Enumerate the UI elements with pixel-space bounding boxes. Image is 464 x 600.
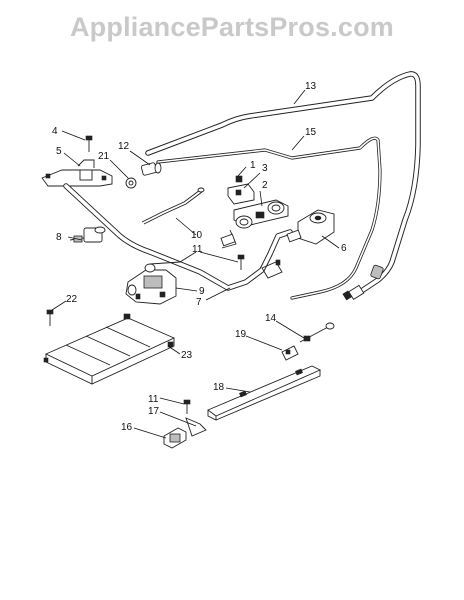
callout-17: 17 xyxy=(148,406,160,417)
screw-4 xyxy=(85,135,93,152)
callout-6: 6 xyxy=(341,243,347,254)
screw-22 xyxy=(46,309,54,326)
watermark: AppliancePartsPros.com xyxy=(69,12,394,42)
callout-7: 7 xyxy=(196,297,202,308)
valve-assembly-9 xyxy=(125,251,197,305)
callout-8: 8 xyxy=(56,232,62,243)
leader-lines xyxy=(51,89,340,439)
callout-labels: 1 2 3 4 5 6 7 8 9 10 11 11 12 13 14 15 1… xyxy=(52,81,347,433)
heat-shield-23 xyxy=(43,313,176,385)
callout-15: 15 xyxy=(305,127,317,138)
bracket-17 xyxy=(185,417,207,437)
fitting-12 xyxy=(140,162,162,176)
regulator-6 xyxy=(286,209,335,245)
burner-valve-2 xyxy=(220,199,289,249)
gas-tube-13 xyxy=(145,71,421,301)
screw-11-bottom xyxy=(183,399,191,414)
callout-21: 21 xyxy=(98,151,110,162)
thin-tube-15 xyxy=(156,136,382,300)
callout-22: 22 xyxy=(66,294,78,305)
callout-11-bottom: 11 xyxy=(148,394,159,405)
bracket-5 xyxy=(41,159,113,187)
callout-3: 3 xyxy=(262,163,268,174)
callout-13: 13 xyxy=(305,81,317,92)
screw-11-top xyxy=(237,254,245,270)
bracket-19 xyxy=(281,345,299,361)
clip-16 xyxy=(163,427,187,449)
callout-18: 18 xyxy=(213,382,225,393)
callout-23: 23 xyxy=(181,350,193,361)
callout-12: 12 xyxy=(118,141,130,152)
callout-1: 1 xyxy=(250,160,256,171)
thermocouple-14 xyxy=(299,322,335,343)
burner-18 xyxy=(207,365,322,421)
manifold-tube-7 xyxy=(63,183,293,291)
wire-10 xyxy=(141,187,205,225)
callout-10: 10 xyxy=(191,230,203,241)
callout-5: 5 xyxy=(56,146,62,157)
callout-14: 14 xyxy=(265,313,277,324)
nut-21 xyxy=(125,177,137,189)
callout-19: 19 xyxy=(235,329,247,340)
valve-8 xyxy=(69,226,106,243)
bracket-3 xyxy=(227,183,255,205)
callout-4: 4 xyxy=(52,126,58,137)
callout-16: 16 xyxy=(121,422,133,433)
clip-1 xyxy=(235,175,243,183)
callout-2: 2 xyxy=(262,180,268,191)
callout-11-top: 11 xyxy=(192,244,203,255)
callout-9: 9 xyxy=(199,286,205,297)
